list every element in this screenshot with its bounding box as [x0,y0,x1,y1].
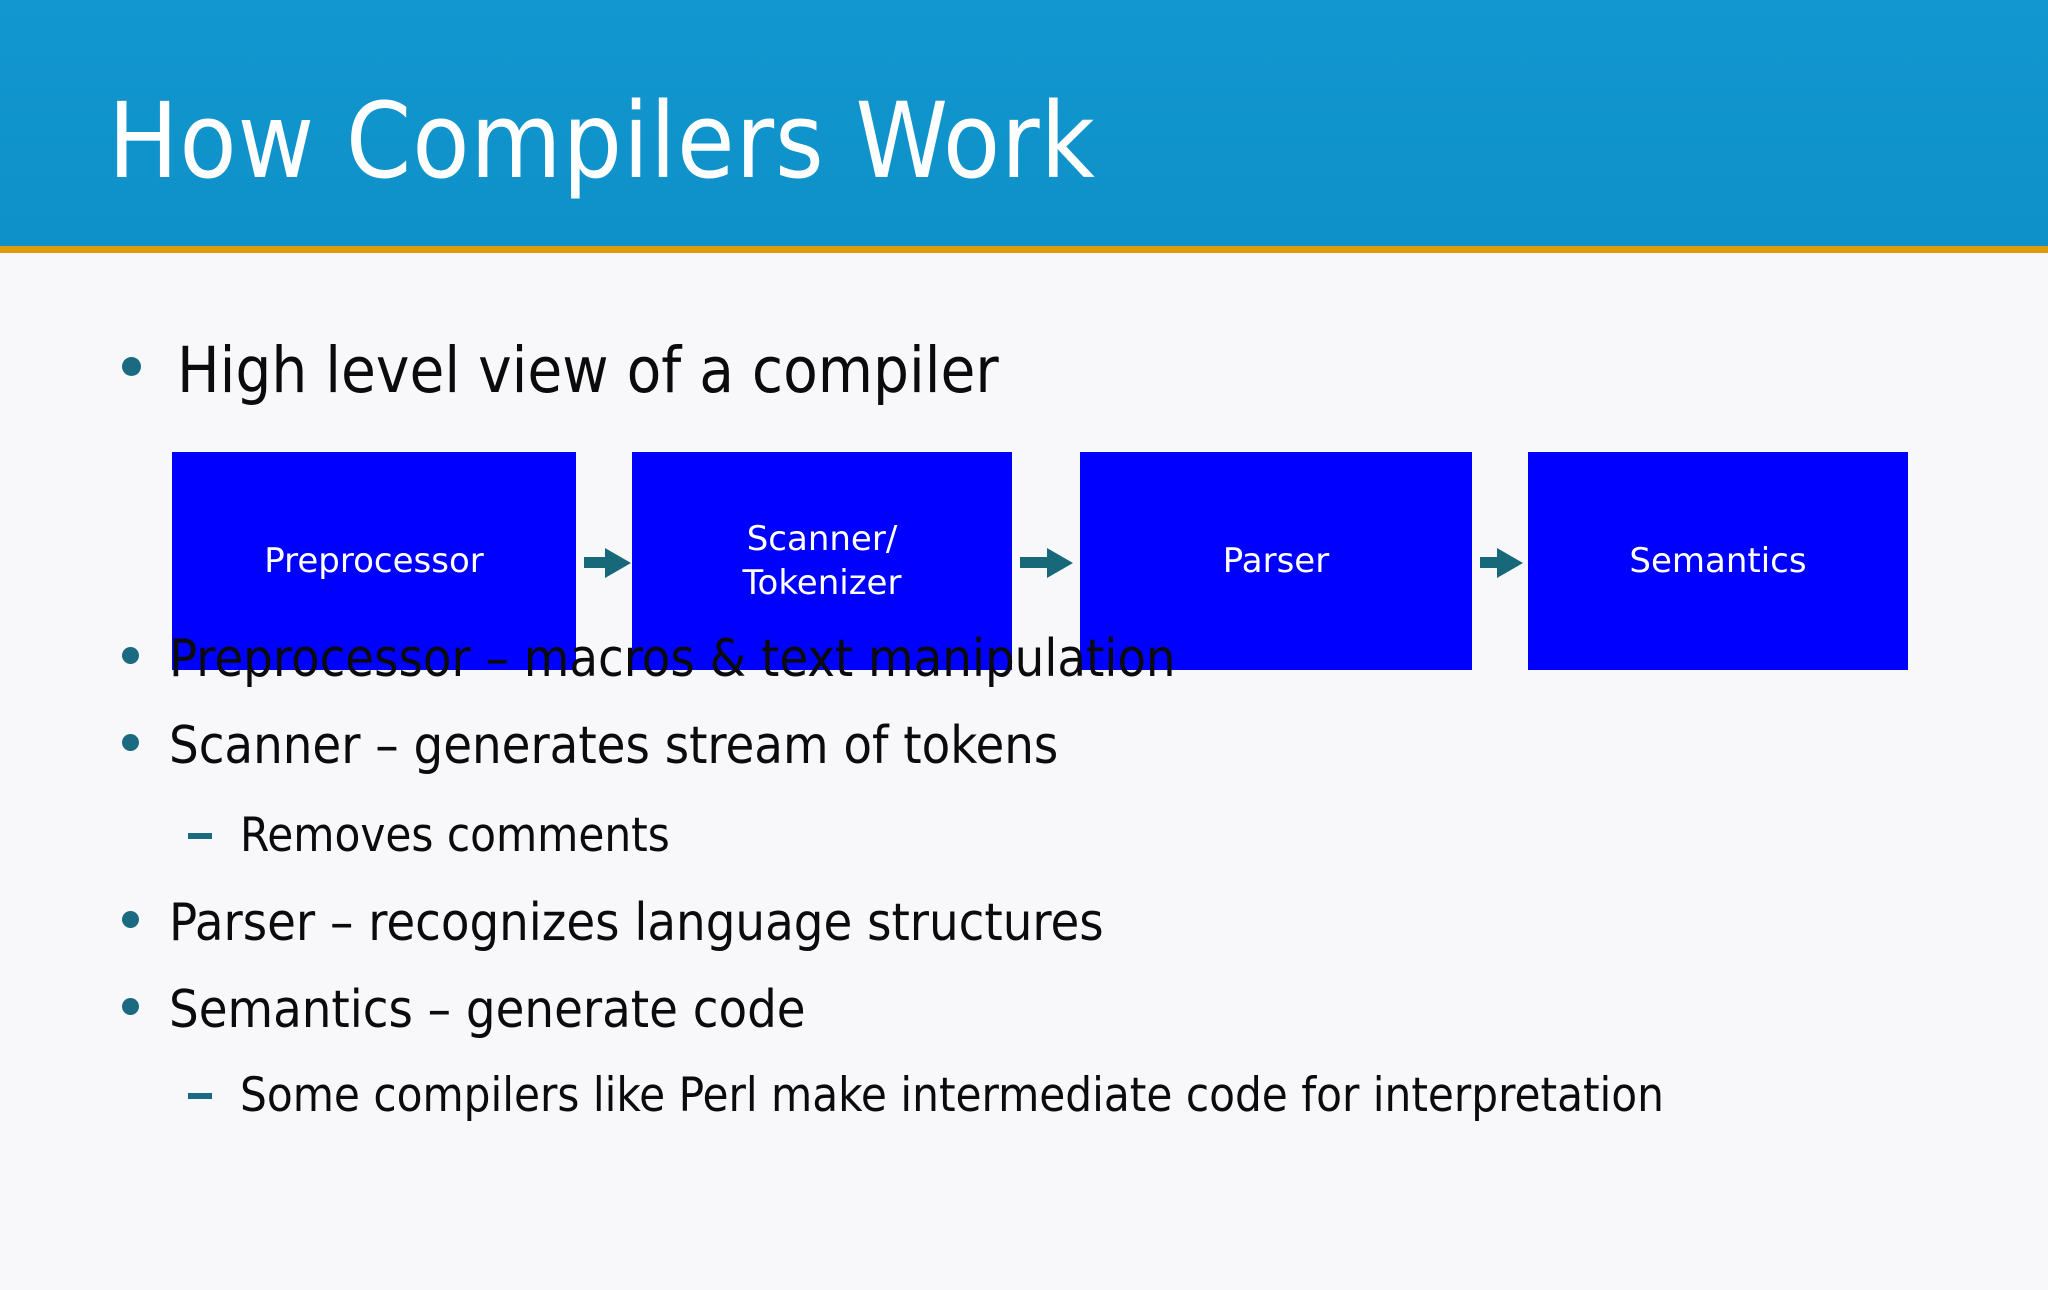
pipeline-arrow-icon [584,547,631,578]
page-title: How Compilers Work [108,80,1096,202]
sub-list-item-label: Some compilers like Perl make intermedia… [240,1068,1664,1123]
list-item-label: Scanner – generates stream of tokens [169,716,1059,776]
bullet-dot-icon [122,911,139,928]
list-item: Scanner – generates stream of tokens [122,716,1058,776]
arrow-head [1047,547,1073,578]
list-item-label: Semantics – generate code [169,980,806,1040]
pipeline-stage-parser[interactable]: Parser [1080,452,1472,670]
pipeline-stage-label: Scanner/ Tokenizer [742,519,902,603]
arrow-head [605,547,631,578]
compiler-pipeline-diagram: Preprocessor Scanner/ Tokenizer Parser [0,452,2048,672]
pipeline-stage-preprocessor[interactable]: Preprocessor [172,452,576,670]
sub-list-item: Some compilers like Perl make intermedia… [188,1068,1664,1124]
arrow-shaft [584,557,606,568]
list-item: Semantics – generate code [122,980,806,1040]
bullet-intro: High level view of a compiler [122,335,999,407]
bullet-dot-icon [122,357,141,376]
bullet-dot-icon [122,998,139,1015]
list-item-label: Parser – recognizes language structures [169,893,1104,953]
slide-body: High level view of a compiler Preprocess… [0,253,2048,1290]
bullet-intro-label: High level view of a compiler [177,334,999,407]
header-accent-rule [0,246,2048,253]
arrow-shaft [1020,557,1048,568]
arrow-head [1497,547,1523,578]
pipeline-stage-label: Parser [1222,541,1330,581]
pipeline-stage-scanner[interactable]: Scanner/ Tokenizer [632,452,1012,670]
sub-list-item: Removes comments [188,808,670,864]
list-item-label: Preprocessor – macros & text manipulatio… [169,629,1176,689]
sub-list-item-label: Removes comments [240,808,670,863]
bullet-dash-icon [188,1093,212,1099]
pipeline-arrow-icon [1020,547,1073,578]
list-item: Preprocessor – macros & text manipulatio… [122,629,1176,689]
slide-header-band [0,0,2048,246]
pipeline-stage-label: Semantics [1629,541,1807,581]
arrow-shaft [1480,557,1498,568]
list-item: Parser – recognizes language structures [122,893,1104,953]
bullet-dash-icon [188,833,212,839]
pipeline-stage-label: Preprocessor [264,541,484,581]
pipeline-arrow-icon [1480,547,1523,578]
pipeline-stage-semantics[interactable]: Semantics [1528,452,1908,670]
bullet-dot-icon [122,734,139,751]
bullet-dot-icon [122,647,139,664]
